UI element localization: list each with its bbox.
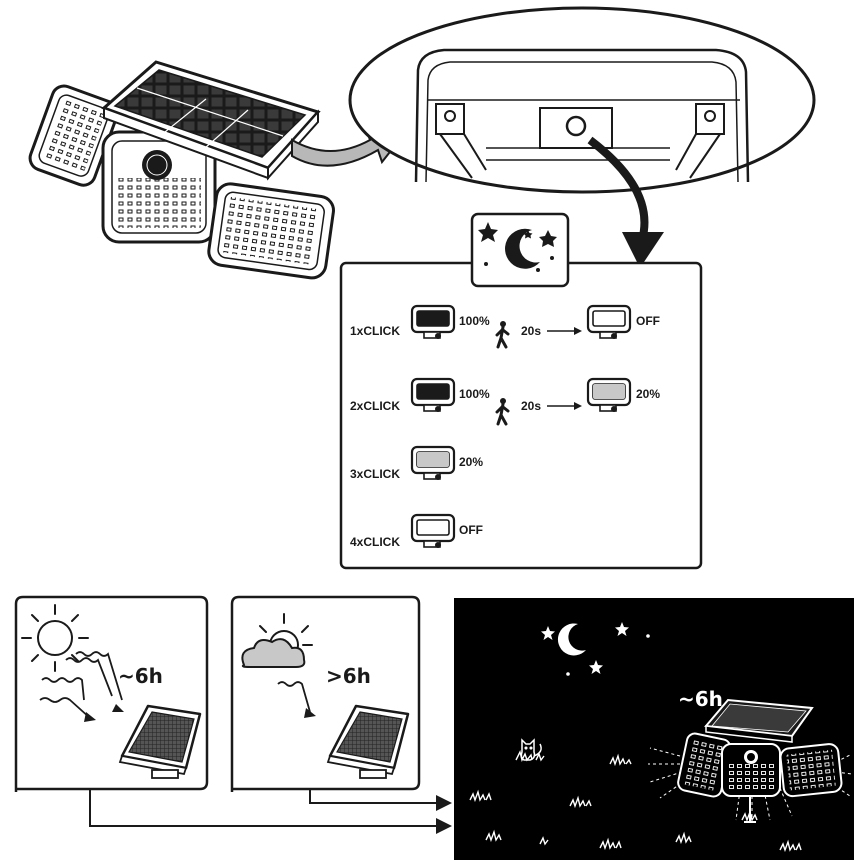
mode-row-1: 1xCLICK 100% 20s OFF bbox=[350, 304, 660, 349]
ray-arrow-icon bbox=[304, 708, 316, 718]
solar-panel-small bbox=[326, 704, 410, 779]
click-label: 4xCLICK bbox=[350, 535, 400, 549]
level-start: 20% bbox=[459, 455, 483, 469]
ray-arrow-icon bbox=[112, 704, 124, 712]
curved-arrow bbox=[587, 136, 649, 242]
moon-icon bbox=[505, 228, 540, 269]
click-label: 1xCLICK bbox=[350, 324, 400, 338]
grass bbox=[469, 749, 802, 853]
left-lamp-head bbox=[28, 84, 119, 187]
delay-label: 20s bbox=[521, 324, 541, 338]
mode-button bbox=[565, 115, 587, 137]
cloud-sun-icon bbox=[241, 613, 313, 668]
click-label: 2xCLICK bbox=[350, 399, 400, 413]
ray-arrow-icon bbox=[84, 712, 96, 722]
click-label: 3xCLICK bbox=[350, 467, 400, 481]
usage-duration: ~6h bbox=[678, 687, 723, 711]
cloudy-charging-panel: >6h bbox=[230, 595, 421, 792]
curved-arrow-head bbox=[622, 232, 664, 268]
moon-icon bbox=[557, 623, 586, 656]
night-lamp bbox=[677, 698, 843, 823]
mode-row-3: 3xCLICK 20% bbox=[350, 445, 483, 482]
flow-arrows bbox=[89, 789, 452, 834]
right-lamp-head bbox=[207, 182, 335, 280]
sun-icon bbox=[21, 604, 89, 672]
star-icon bbox=[539, 230, 557, 247]
sunny-charging-panel: ~6h bbox=[14, 595, 209, 792]
night-badge bbox=[470, 212, 570, 288]
arrow-right-icon bbox=[574, 402, 582, 410]
star-icon bbox=[478, 222, 498, 242]
button-closeup bbox=[348, 6, 816, 194]
level-start: 100% bbox=[459, 314, 490, 328]
level-start: 100% bbox=[459, 387, 490, 401]
mode-row-4: 4xCLICK OFF bbox=[350, 513, 483, 550]
mode-row-2: 2xCLICK 100% 20s 20% bbox=[350, 377, 660, 426]
star-icon bbox=[523, 230, 533, 239]
level-end: OFF bbox=[636, 314, 660, 328]
solar-panel-small bbox=[118, 704, 202, 779]
charge-duration: >6h bbox=[326, 664, 371, 688]
solar-light-product bbox=[28, 60, 406, 280]
charge-duration: ~6h bbox=[118, 664, 163, 688]
delay-label: 20s bbox=[521, 399, 541, 413]
center-lamp-head bbox=[101, 130, 217, 244]
solar-panel bbox=[101, 60, 321, 181]
arrow-right-icon bbox=[574, 327, 582, 335]
star-icon bbox=[615, 622, 629, 636]
level-end: 20% bbox=[636, 387, 660, 401]
level-start: OFF bbox=[459, 523, 483, 537]
star-icon bbox=[541, 626, 555, 640]
modes-box: 1xCLICK 100% 20s OFF 2xCLICK 100% 20s 20… bbox=[339, 212, 703, 570]
night-usage-panel: ~6h bbox=[454, 598, 854, 860]
star-icon bbox=[589, 660, 603, 674]
